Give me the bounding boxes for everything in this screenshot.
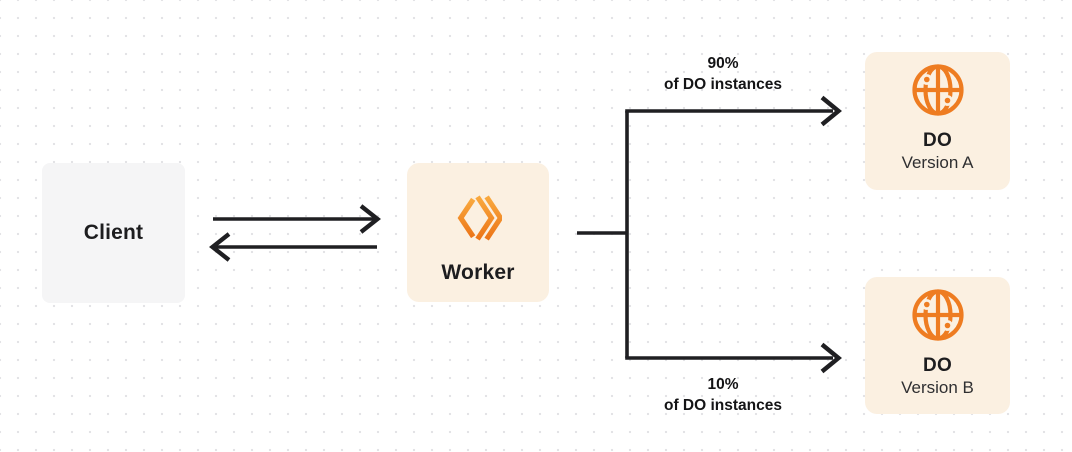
branch-bottom-label: 10% of DO instances [623, 374, 823, 416]
do-a-title: DO [923, 130, 952, 151]
cloudflare-workers-icon [454, 191, 502, 245]
do-b-title: DO [923, 355, 952, 376]
arrow-branch-to-do-a [625, 95, 842, 127]
worker-label: Worker [441, 261, 515, 284]
arrow-client-to-worker [213, 204, 381, 234]
branch-top-caption: of DO instances [664, 76, 782, 93]
durable-object-globe-icon [910, 62, 966, 118]
client-label: Client [83, 221, 144, 244]
branch-top-label: 90% of DO instances [623, 53, 823, 95]
arrow-branch-to-do-b [625, 342, 842, 374]
do-version-a-node: DO Version A [865, 52, 1010, 190]
do-a-subtitle: Version A [901, 153, 974, 172]
branch-top-percent: 90% [707, 55, 739, 72]
client-node: Client [42, 163, 185, 303]
do-version-b-node: DO Version B [865, 277, 1010, 414]
durable-object-globe-icon [910, 287, 966, 343]
arrow-worker-to-client [209, 232, 377, 262]
branch-bottom-caption: of DO instances [664, 397, 782, 414]
branch-trunk [577, 111, 629, 358]
do-b-subtitle: Version B [901, 378, 974, 397]
branch-bottom-percent: 10% [707, 376, 739, 393]
worker-node: Worker [407, 163, 549, 302]
